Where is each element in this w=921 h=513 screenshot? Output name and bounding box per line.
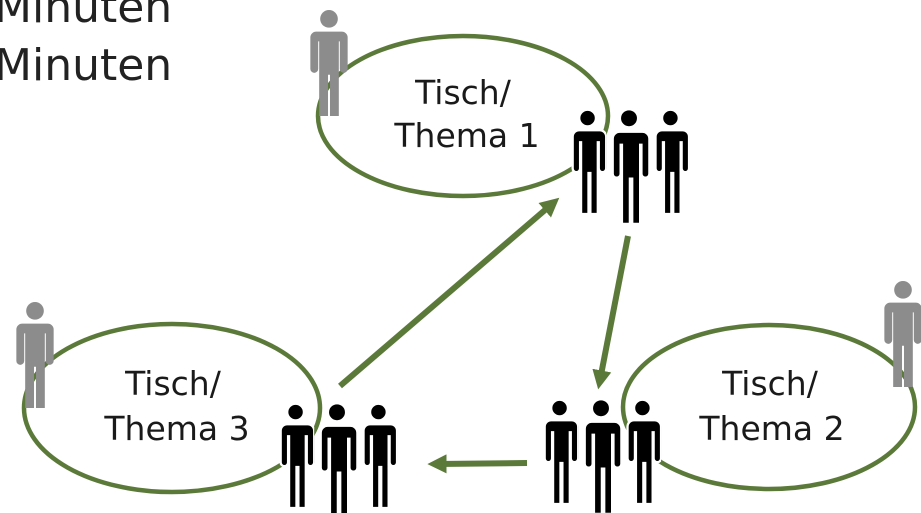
group-icon-table-2: [545, 399, 661, 513]
arrow-thema1-to-thema2: [592, 235, 631, 390]
host-person-icon-table-1: [310, 10, 348, 117]
table-2-label-line2: Thema 2: [698, 409, 844, 448]
host-person-icon-table-3: [16, 302, 54, 409]
group-icon-table-1: [573, 109, 689, 224]
table-1-label-line2: Thema 1: [393, 116, 539, 155]
heading-line-1: Minuten: [0, 0, 173, 33]
arrow-thema3-to-thema1: [338, 197, 560, 389]
group-icon-table-3: [281, 403, 397, 513]
table-2-label-line1: Tisch/: [721, 364, 819, 403]
table-1-ring: [315, 33, 611, 199]
arrow-thema2-to-thema3: [427, 454, 528, 474]
table-3-ring: [21, 321, 323, 495]
table-2-ring: [620, 322, 918, 492]
table-3-label-line2: Thema 3: [103, 409, 249, 448]
table-3-label-line1: Tisch/: [124, 364, 222, 403]
heading-line-2: Minuten: [0, 40, 173, 91]
table-1-label-line1: Tisch/: [414, 73, 512, 112]
